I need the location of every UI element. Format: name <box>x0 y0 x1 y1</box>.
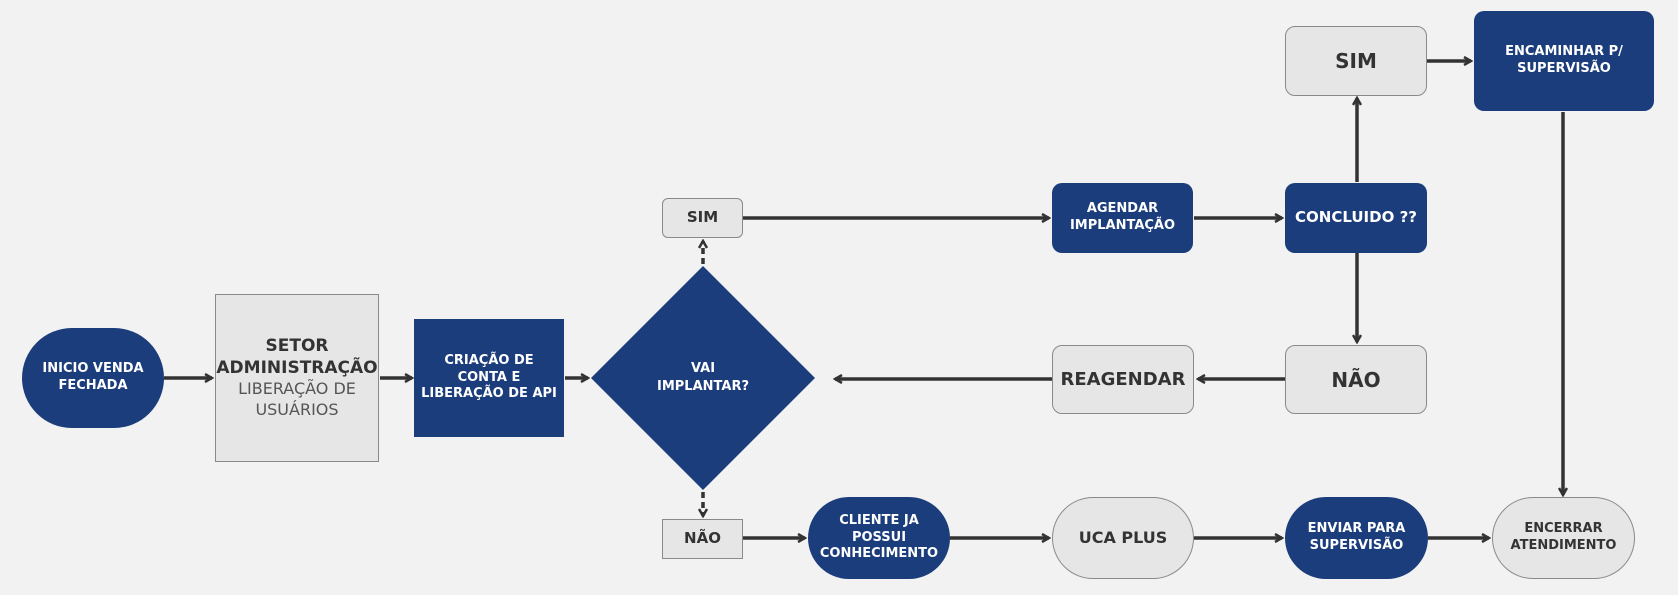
node-agendar-implantacao: AGENDAR IMPLANTAÇÃO <box>1052 183 1193 253</box>
node-label: NÃO <box>684 529 721 548</box>
node-title: SETOR ADMINISTRAÇÃO <box>216 336 378 379</box>
node-label: CONCLUIDO ?? <box>1295 208 1417 227</box>
start-node-inicio-venda: INICIO VENDA FECHADA <box>22 328 164 428</box>
node-label: CLIENTE JA POSSUI CONHECIMENTO <box>819 512 939 562</box>
node-setor-administracao: SETOR ADMINISTRAÇÃO LIBERAÇÃO DE USUÁRIO… <box>215 294 379 462</box>
end-node-encerrar-atendimento: ENCERRAR ATENDIMENTO <box>1492 497 1635 579</box>
node-label: ENCERRAR ATENDIMENTO <box>1510 521 1617 553</box>
node-label: AGENDAR IMPLANTAÇÃO <box>1069 201 1176 233</box>
node-nao-1: NÃO <box>662 519 743 559</box>
decision-diamond-shape <box>591 266 815 490</box>
node-subtitle: LIBERAÇÃO DE USUÁRIOS <box>238 379 356 420</box>
node-criacao-conta: CRIAÇÃO DE CONTA E LIBERAÇÃO DE API <box>414 319 564 437</box>
node-label: SIM <box>1335 49 1377 73</box>
node-reagendar: REAGENDAR <box>1052 345 1194 414</box>
node-label: REAGENDAR <box>1060 368 1186 390</box>
node-uca-plus: UCA PLUS <box>1052 497 1194 579</box>
node-sim-1: SIM <box>662 198 743 238</box>
node-label: UCA PLUS <box>1078 527 1168 547</box>
node-nao-2: NÃO <box>1285 345 1427 414</box>
node-label: ENCAMINHAR P/ SUPERVISÃO <box>1505 44 1623 76</box>
node-label: INICIO VENDA FECHADA <box>42 361 144 393</box>
node-sim-2: SIM <box>1285 26 1427 96</box>
node-concluido: CONCLUIDO ?? <box>1285 183 1427 253</box>
decision-label-vai-implantar: VAI IMPLANTAR? <box>657 360 749 394</box>
node-enviar-supervisao: ENVIAR PARA SUPERVISÃO <box>1285 497 1428 579</box>
node-label: CRIAÇÃO DE CONTA E LIBERAÇÃO DE API <box>421 352 557 402</box>
node-label: ENVIAR PARA SUPERVISÃO <box>1307 521 1406 553</box>
node-encaminhar-supervisao: ENCAMINHAR P/ SUPERVISÃO <box>1474 11 1654 111</box>
node-cliente-conhecimento: CLIENTE JA POSSUI CONHECIMENTO <box>808 497 950 579</box>
node-label: SIM <box>686 208 719 227</box>
node-label: NÃO <box>1331 367 1381 392</box>
